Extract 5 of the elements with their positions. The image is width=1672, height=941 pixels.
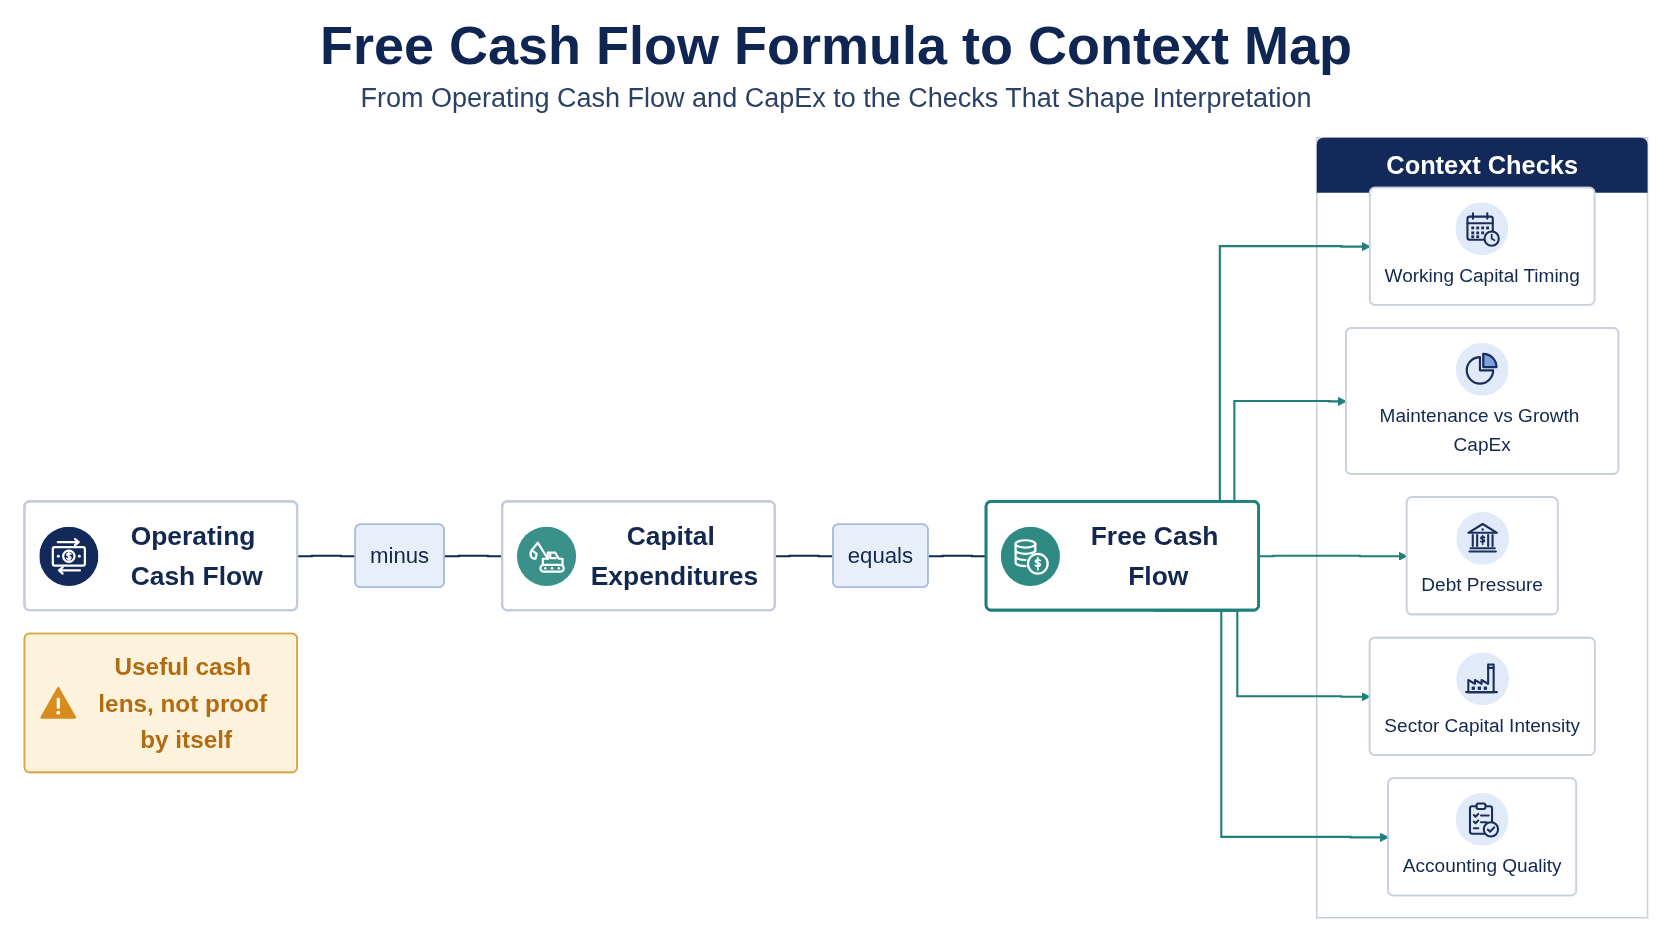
connector bbox=[297, 555, 356, 558]
connector bbox=[444, 555, 503, 558]
subtitle: From Operating Cash Flow and CapEx to the Checks That Shape Interpretation bbox=[360, 82, 1312, 115]
title: Free Cash Flow Formula to Context Map bbox=[319, 14, 1353, 77]
connector bbox=[928, 555, 987, 558]
